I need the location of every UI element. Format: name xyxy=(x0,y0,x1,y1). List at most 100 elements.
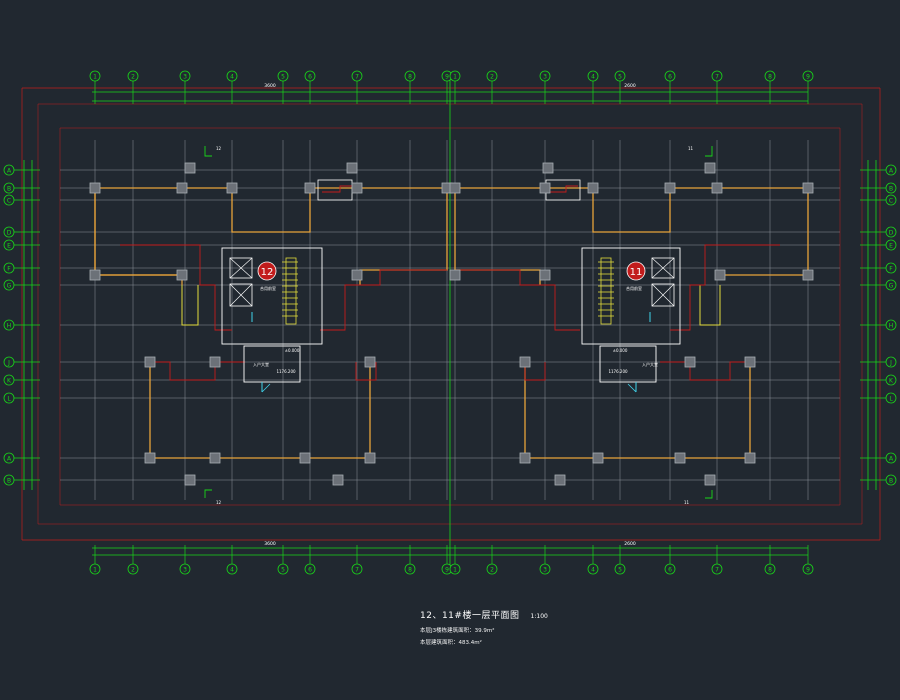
axis-label-bottom: 9 xyxy=(445,567,449,574)
elevator-shaft xyxy=(229,257,253,279)
axis-label-bottom: 2 xyxy=(131,567,135,574)
axis-label-top: 1 xyxy=(453,74,457,81)
unit-label-right: 合用前室 xyxy=(626,285,642,291)
structural-column xyxy=(332,474,344,486)
axis-bubble-left xyxy=(3,239,15,251)
elevator-cross xyxy=(229,257,253,279)
axis-bubble-right xyxy=(885,356,897,368)
axis-label-bottom: 5 xyxy=(618,567,622,574)
axis-label-right: J xyxy=(889,360,892,367)
axis-label-top: 7 xyxy=(715,74,719,81)
structural-column xyxy=(519,452,531,464)
section-mark xyxy=(204,489,212,498)
axis-bubble-top xyxy=(764,70,776,82)
axis-label-top: 3 xyxy=(183,74,187,81)
structural-column xyxy=(184,474,196,486)
structural-column xyxy=(674,452,686,464)
axis-label-right: G xyxy=(889,283,894,290)
axis-bubble-bottom xyxy=(802,563,814,575)
structural-column xyxy=(351,269,363,281)
axis-label-right: C xyxy=(889,198,893,205)
balcony-detail xyxy=(548,185,578,193)
axis-bubble-top xyxy=(587,70,599,82)
balcony-unit-left xyxy=(317,179,353,201)
axis-label-bottom: 8 xyxy=(768,567,772,574)
structural-column xyxy=(592,452,604,464)
axis-label-left: D xyxy=(7,230,12,237)
axis-bubble-top xyxy=(226,70,238,82)
structural-column xyxy=(711,182,723,194)
axis-bubble-left xyxy=(3,279,15,291)
structural-column xyxy=(449,182,461,194)
axis-label-top: 6 xyxy=(668,74,672,81)
interior-wall-red xyxy=(660,361,750,381)
elevation-bottom-left: 1176.200 xyxy=(276,369,296,374)
axis-bubble-top xyxy=(449,70,461,82)
section-mark xyxy=(705,490,713,499)
structural-column xyxy=(587,182,599,194)
axis-bubble-top xyxy=(127,70,139,82)
axis-label-top: 2 xyxy=(131,74,135,81)
entry-hall-left xyxy=(243,345,301,383)
axis-bubble-bottom xyxy=(127,563,139,575)
axis-bubble-left xyxy=(3,262,15,274)
elevation-top-left: ±0.000 xyxy=(285,348,300,353)
axis-label-bottom: 3 xyxy=(543,567,547,574)
structural-column xyxy=(364,356,376,368)
axis-label-top: 3 xyxy=(543,74,547,81)
elevation-bottom-right: 1176.200 xyxy=(608,369,628,374)
axis-bubble-top xyxy=(711,70,723,82)
section-mark-label-right: 11 xyxy=(688,146,694,151)
axis-bubble-right xyxy=(885,392,897,404)
axis-bubble-top xyxy=(802,70,814,82)
entry-hall-right xyxy=(599,345,657,383)
axis-bubble-top xyxy=(404,70,416,82)
interior-wall-red xyxy=(320,269,447,331)
interior-wall-red xyxy=(150,361,245,381)
axis-bubble-bottom xyxy=(89,563,101,575)
structural-column xyxy=(539,182,551,194)
axis-label-left: G xyxy=(7,283,12,290)
axis-bubble-top xyxy=(179,70,191,82)
axis-label-right: D xyxy=(889,230,894,237)
unit-label-left: 合用前室 xyxy=(260,285,276,291)
axis-bubble-right xyxy=(885,452,897,464)
door-swing xyxy=(261,383,271,393)
dimension-total-bottom-right: 2600 xyxy=(624,541,636,547)
axis-bubble-left xyxy=(3,226,15,238)
axis-label-top: 9 xyxy=(806,74,810,81)
axis-label-bottom: 4 xyxy=(591,567,595,574)
structural-column xyxy=(802,269,814,281)
drawing-title: 12、11#楼一层平面图 xyxy=(420,611,520,621)
dimension-total-top-right: 2600 xyxy=(624,83,636,89)
exterior-wall-right-south xyxy=(524,362,751,459)
axis-bubble-right xyxy=(885,182,897,194)
axis-bubble-bottom xyxy=(587,563,599,575)
axis-bubble-top xyxy=(539,70,551,82)
structural-column xyxy=(351,182,363,194)
axis-label-top: 6 xyxy=(308,74,312,81)
axis-bubble-bottom xyxy=(711,563,723,575)
axis-label-top: 7 xyxy=(355,74,359,81)
interior-wall-red xyxy=(355,362,377,381)
axis-bubble-left xyxy=(3,452,15,464)
structural-column xyxy=(542,162,554,174)
drawing-caption: 12、11#楼一层平面图 1:100 本层J3楼栋建筑面积：39.9m² 本层建… xyxy=(420,603,548,646)
axis-bubble-left xyxy=(3,319,15,331)
interior-wall-yellow xyxy=(699,285,721,326)
structural-column xyxy=(226,182,238,194)
structural-column xyxy=(664,182,676,194)
entry-label-left: 入户大堂 xyxy=(253,361,269,367)
entry-label-right: 入户大堂 xyxy=(642,361,658,367)
elevator-cross xyxy=(651,283,675,307)
structural-column xyxy=(144,452,156,464)
axis-label-bottom: 7 xyxy=(355,567,359,574)
exterior-wall-right-top xyxy=(455,187,809,276)
balcony-detail xyxy=(322,185,352,193)
axis-bubble-bottom xyxy=(179,563,191,575)
door-swing xyxy=(627,383,637,393)
building-number-bubble-left xyxy=(257,261,277,281)
exterior-wall-left xyxy=(94,188,183,285)
